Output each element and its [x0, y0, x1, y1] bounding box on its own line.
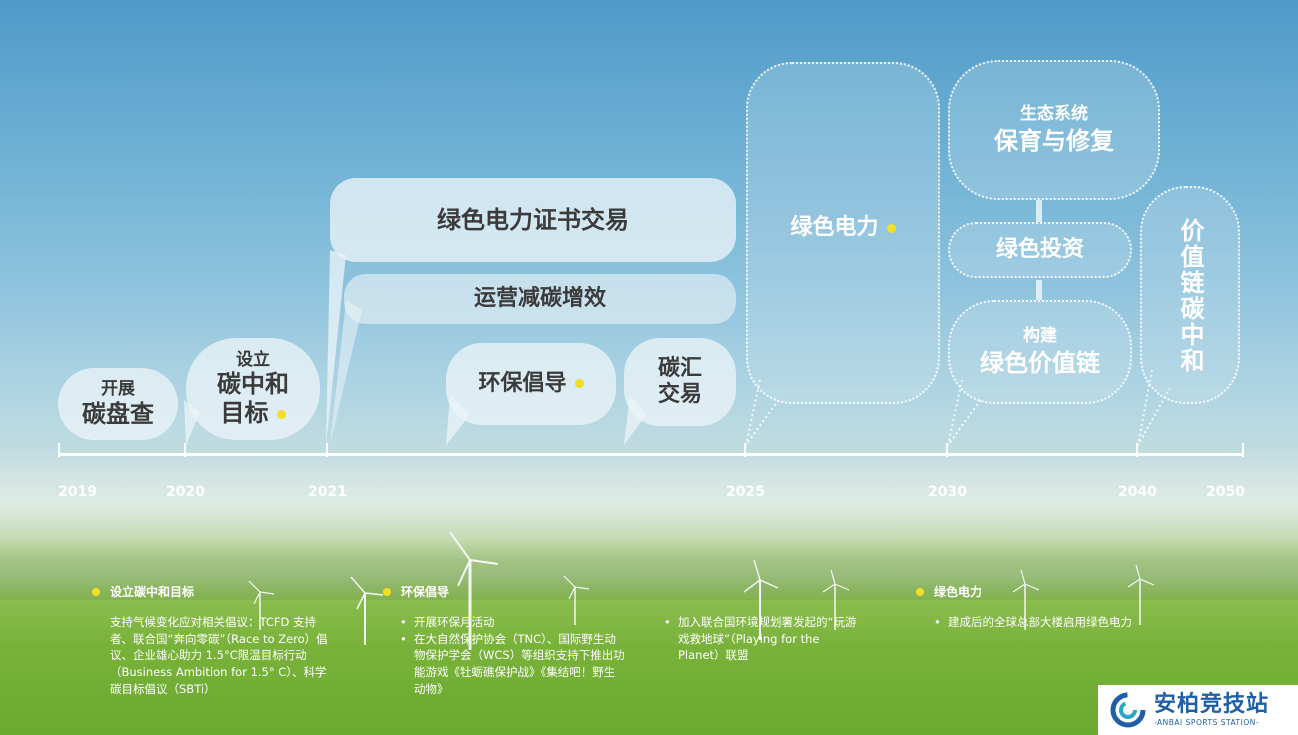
note-title-carbon-target: 设立碳中和目标 [92, 583, 194, 600]
highlight-dot [383, 587, 391, 596]
brand-text: 安柏竞技站 -ANBAI SPORTS STATION- [1154, 692, 1270, 727]
milestone-label-line1: 碳中和 [217, 370, 289, 399]
highlight-dot [886, 223, 896, 233]
note-body-carbon-target: 支持气候变化应对相关倡议：TCFD 支持者、联合国“奔向零碳”（Race to … [110, 614, 332, 697]
year-label: 2020 [166, 484, 205, 500]
note-title-text: 绿色电力 [934, 585, 983, 599]
wind-turbine-icon [248, 580, 275, 630]
year-label: 2021 [308, 484, 347, 500]
note-bullet: 建成后的全球总部大楼启用绿色电力 [934, 614, 1174, 631]
milestone-carbon-sink-trading: 碳汇 交易 [624, 338, 736, 426]
note-title-green-power: 绿色电力 [916, 583, 982, 600]
note-body-playing-for-planet: 加入联合国环境规划署发起的“玩游戏救地球”（Playing for the Pl… [664, 614, 864, 664]
milestone-label-main: 保育与修复 [994, 126, 1114, 155]
note-body-green-power: 建成后的全球总部大楼启用绿色电力 [934, 614, 1174, 631]
timeline-tick [1242, 443, 1244, 457]
milestone-operations-carbon-reduction: 运营减碳增效 [344, 274, 736, 324]
milestone-label-main: 绿色电力 [790, 214, 896, 242]
year-label: 2050 [1206, 484, 1245, 500]
note-bullet: 加入联合国环境规划署发起的“玩游戏救地球”（Playing for the Pl… [664, 614, 864, 664]
timeline-tick [744, 443, 746, 457]
distant-hills [0, 540, 1298, 600]
highlight-dot [276, 409, 286, 419]
note-title-text: 环保倡导 [401, 585, 450, 599]
note-title-env-advocacy: 环保倡导 [383, 583, 449, 600]
brand-name: 安柏竞技站 [1154, 692, 1270, 718]
year-label: 2025 [726, 484, 765, 500]
note-body-env-advocacy: 开展环保月活动 在大自然保护协会（TNC）、国际野生动物保护学会（WCS）等组织… [400, 614, 625, 697]
milestone-label-line2: 目标 [221, 399, 286, 428]
milestone-label-main: 绿色价值链 [980, 348, 1100, 377]
milestone-green-power: 绿色电力 [746, 62, 940, 404]
timeline-axis [58, 453, 1244, 456]
milestone-label-line2: 交易 [657, 382, 702, 407]
brand-tagline: -ANBAI SPORTS STATION- [1154, 717, 1260, 727]
highlight-dot [916, 587, 924, 596]
note-bullet: 开展环保月活动 [400, 614, 625, 631]
milestone-label-main: 绿色电力证书交易 [437, 205, 629, 234]
note-title-text: 设立碳中和目标 [110, 585, 195, 599]
milestone-label-line1: 碳汇 [657, 355, 702, 381]
milestone-label-main: 运营减碳增效 [473, 285, 606, 311]
highlight-dot [92, 587, 100, 596]
highlight-dot [574, 379, 584, 389]
milestone-value-chain-carbon-neutral: 价值链碳中和 [1140, 186, 1240, 404]
timeline-tick [184, 443, 186, 457]
brand-logo: 安柏竞技站 -ANBAI SPORTS STATION- [1098, 685, 1298, 735]
milestone-environmental-advocacy: 环保倡导 [446, 343, 616, 425]
milestone-green-certificate-trading: 绿色电力证书交易 [330, 178, 736, 262]
milestone-label-top: 生态系统 [1020, 104, 1088, 125]
wind-turbine-icon [350, 576, 384, 645]
milestone-carbon-inventory: 开展 碳盘查 [58, 368, 178, 440]
milestone-ecosystem-restoration: 生态系统 保育与修复 [948, 60, 1160, 200]
milestone-label-main: 价值链碳中和 [1176, 218, 1204, 374]
year-label: 2019 [58, 484, 97, 500]
timeline-tick [1136, 443, 1138, 457]
milestone-carbon-neutral-target: 设立 碳中和 目标 [186, 338, 320, 440]
timeline-tick [326, 443, 328, 457]
milestone-label-main: 绿色投资 [995, 237, 1084, 263]
milestone-label-top: 设立 [236, 350, 270, 370]
timeline-tick [946, 443, 948, 457]
year-label: 2030 [928, 484, 967, 500]
note-body-text: 支持气候变化应对相关倡议：TCFD 支持者、联合国“奔向零碳”（Race to … [110, 615, 328, 696]
year-label: 2040 [1118, 484, 1157, 500]
timeline-tick [58, 443, 60, 457]
milestone-label-main: 环保倡导 [478, 371, 584, 397]
milestone-label-top: 构建 [1023, 326, 1057, 347]
milestone-label-main: 碳盘查 [82, 399, 154, 428]
milestone-label-top: 开展 [101, 379, 135, 400]
brand-mark-icon [1110, 692, 1146, 728]
milestone-green-value-chain: 构建 绿色价值链 [948, 300, 1132, 404]
note-bullet: 在大自然保护协会（TNC）、国际野生动物保护学会（WCS）等组织支持下推出功能游… [400, 631, 625, 698]
milestone-green-investment: 绿色投资 [948, 222, 1132, 278]
